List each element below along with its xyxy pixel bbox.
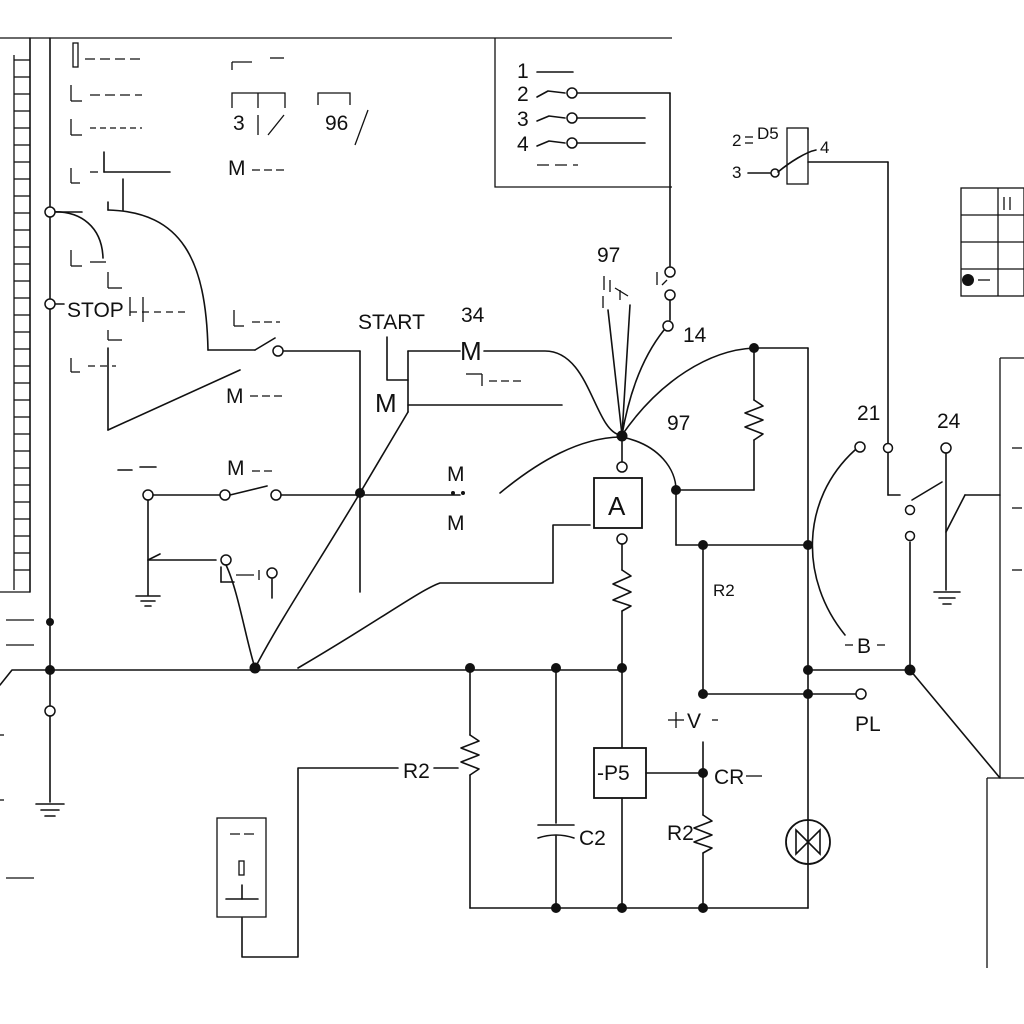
label-3: 3 (233, 112, 245, 135)
label-96: 96 (325, 112, 348, 135)
left-strip-terminals (44, 206, 284, 357)
label-r2-bottom: R2 (667, 822, 694, 845)
d5-label-3: 3 (732, 163, 741, 182)
sel-label-3: 3 (517, 108, 529, 131)
p5-label: -P5 (597, 762, 630, 785)
start-label: START (358, 311, 425, 334)
lower-bus: R2 C2 -P5 CR V R2 (0, 488, 831, 958)
label-b: B (857, 635, 871, 658)
right-cabinet: 24 (933, 187, 1024, 968)
sel-label-2: 2 (517, 83, 529, 106)
label-m-left-mid: M (226, 385, 244, 408)
label-m-center-bottom: M (447, 512, 465, 535)
selector-switch-box: 1 2 3 4 (494, 38, 672, 188)
stop-start-control: STOP M START 34 M M (49, 178, 621, 669)
label-14: 14 (683, 324, 707, 347)
d5-relay: 2 D5 3 4 (732, 124, 943, 501)
d5-label-4: 4 (820, 138, 829, 157)
resistor-zigzag-icon (744, 399, 764, 441)
label-v: V (687, 710, 701, 733)
label-24: 24 (937, 410, 961, 433)
label-m-branch: M (227, 457, 245, 480)
label-c2: C2 (579, 827, 606, 850)
sel-label-1: 1 (517, 60, 529, 83)
label-34: 34 (461, 304, 485, 327)
d5-label: D5 (757, 124, 779, 143)
motor-bowtie-icon (785, 819, 831, 865)
label-m-center-top: M (447, 463, 465, 486)
label-97-mid: 97 (667, 412, 690, 435)
d5-label-2: 2 (732, 131, 741, 150)
resistor-zigzag-icon (460, 734, 480, 776)
seal-in-branch: M M M (117, 436, 621, 669)
resistor-zigzag-icon (612, 569, 632, 612)
label-21: 21 (857, 402, 880, 425)
aux-contact-cluster: 3 96 M (70, 42, 369, 184)
right-network: R2 PL 21 B (671, 347, 1001, 909)
label-cr: CR (714, 766, 744, 789)
label-m-coil-top: M (460, 336, 482, 366)
ammeter-label: A (608, 491, 626, 521)
ammeter-branch: 97 14 97 A (571, 92, 809, 669)
ammeter (593, 477, 643, 529)
resistor-zigzag-icon (693, 814, 713, 854)
sel-label-4: 4 (517, 133, 529, 156)
left-terminal-strip (0, 37, 672, 879)
label-97-top: 97 (597, 244, 620, 267)
label-r2-mid: R2 (713, 581, 735, 600)
stop-label: STOP (67, 299, 124, 322)
label-r2-left: R2 (403, 760, 430, 783)
label-m-top: M (228, 157, 246, 180)
label-pl: PL (855, 713, 881, 736)
label-m-coil-left: M (375, 388, 397, 418)
